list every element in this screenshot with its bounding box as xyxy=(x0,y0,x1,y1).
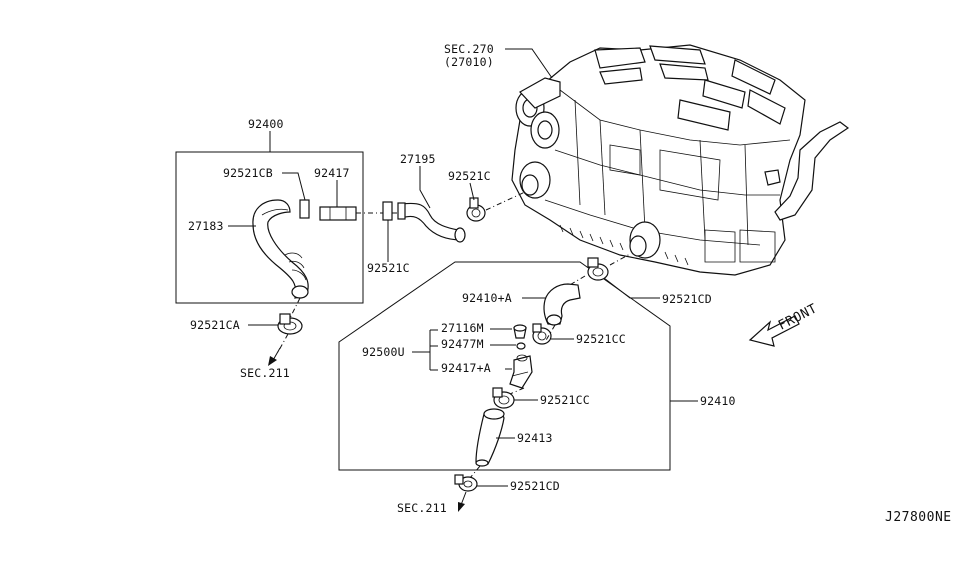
clamp-92521CC-bottom xyxy=(492,387,515,409)
front-arrow-icon xyxy=(748,315,800,347)
connector-92417A xyxy=(509,354,533,389)
hose-92410A xyxy=(543,283,581,326)
label-92410: 92410 xyxy=(700,394,736,408)
hose-27195 xyxy=(397,202,466,243)
clamp-92521CD-bottom xyxy=(454,474,478,492)
diagram-code: J27800NE xyxy=(885,510,952,525)
label-92521CA: 92521CA xyxy=(190,318,240,332)
hose-27183 xyxy=(252,199,309,299)
label-92413: 92413 xyxy=(517,431,553,445)
label-92417: 92417 xyxy=(314,166,350,180)
label-27195: 27195 xyxy=(400,152,436,166)
arrow-sec-211-left xyxy=(268,356,277,366)
clamp-92521C-lower xyxy=(382,201,393,221)
label-27183: 27183 xyxy=(188,219,224,233)
clamp-92521CB xyxy=(299,199,310,219)
label-92500U: 92500U xyxy=(362,345,405,359)
label-92521C-lower: 92521C xyxy=(367,261,410,275)
clamp-92521C-upper xyxy=(466,197,486,222)
sec-211-left-label: SEC.211 xyxy=(240,366,290,380)
label-92521CD-bottom: 92521CD xyxy=(510,479,560,493)
oring-92477M xyxy=(516,342,526,350)
label-92477M: 92477M xyxy=(441,337,484,351)
label-92521CD-top: 92521CD xyxy=(662,292,712,306)
label-92521CC-top: 92521CC xyxy=(576,332,626,346)
label-92521C-upper: 92521C xyxy=(448,169,491,183)
arrow-sec-211-bottom xyxy=(458,502,465,512)
heater-unit-illustration xyxy=(511,44,850,276)
label-92521CC-bottom: 92521CC xyxy=(540,393,590,407)
clamp-92521CD-top xyxy=(587,257,609,281)
clamp-92521CC-top xyxy=(532,323,552,345)
hose-92413 xyxy=(475,408,505,467)
label-92400: 92400 xyxy=(248,117,284,131)
sec-270-part-label: (27010) xyxy=(444,55,494,69)
label-92410A: 92410+A xyxy=(462,291,512,305)
label-92417A: 92417+A xyxy=(441,361,491,375)
sec-270-label: SEC.270 xyxy=(444,42,494,56)
label-92521CB: 92521CB xyxy=(223,166,273,180)
connector-92417 xyxy=(319,206,357,221)
front-label: FRONT xyxy=(776,301,820,333)
assembly-box-92410 xyxy=(338,261,671,471)
label-27116M: 27116M xyxy=(441,321,484,335)
cap-27116M xyxy=(513,324,527,339)
clamp-92521CA xyxy=(277,313,303,335)
sec-211-bottom-label: SEC.211 xyxy=(397,501,447,515)
